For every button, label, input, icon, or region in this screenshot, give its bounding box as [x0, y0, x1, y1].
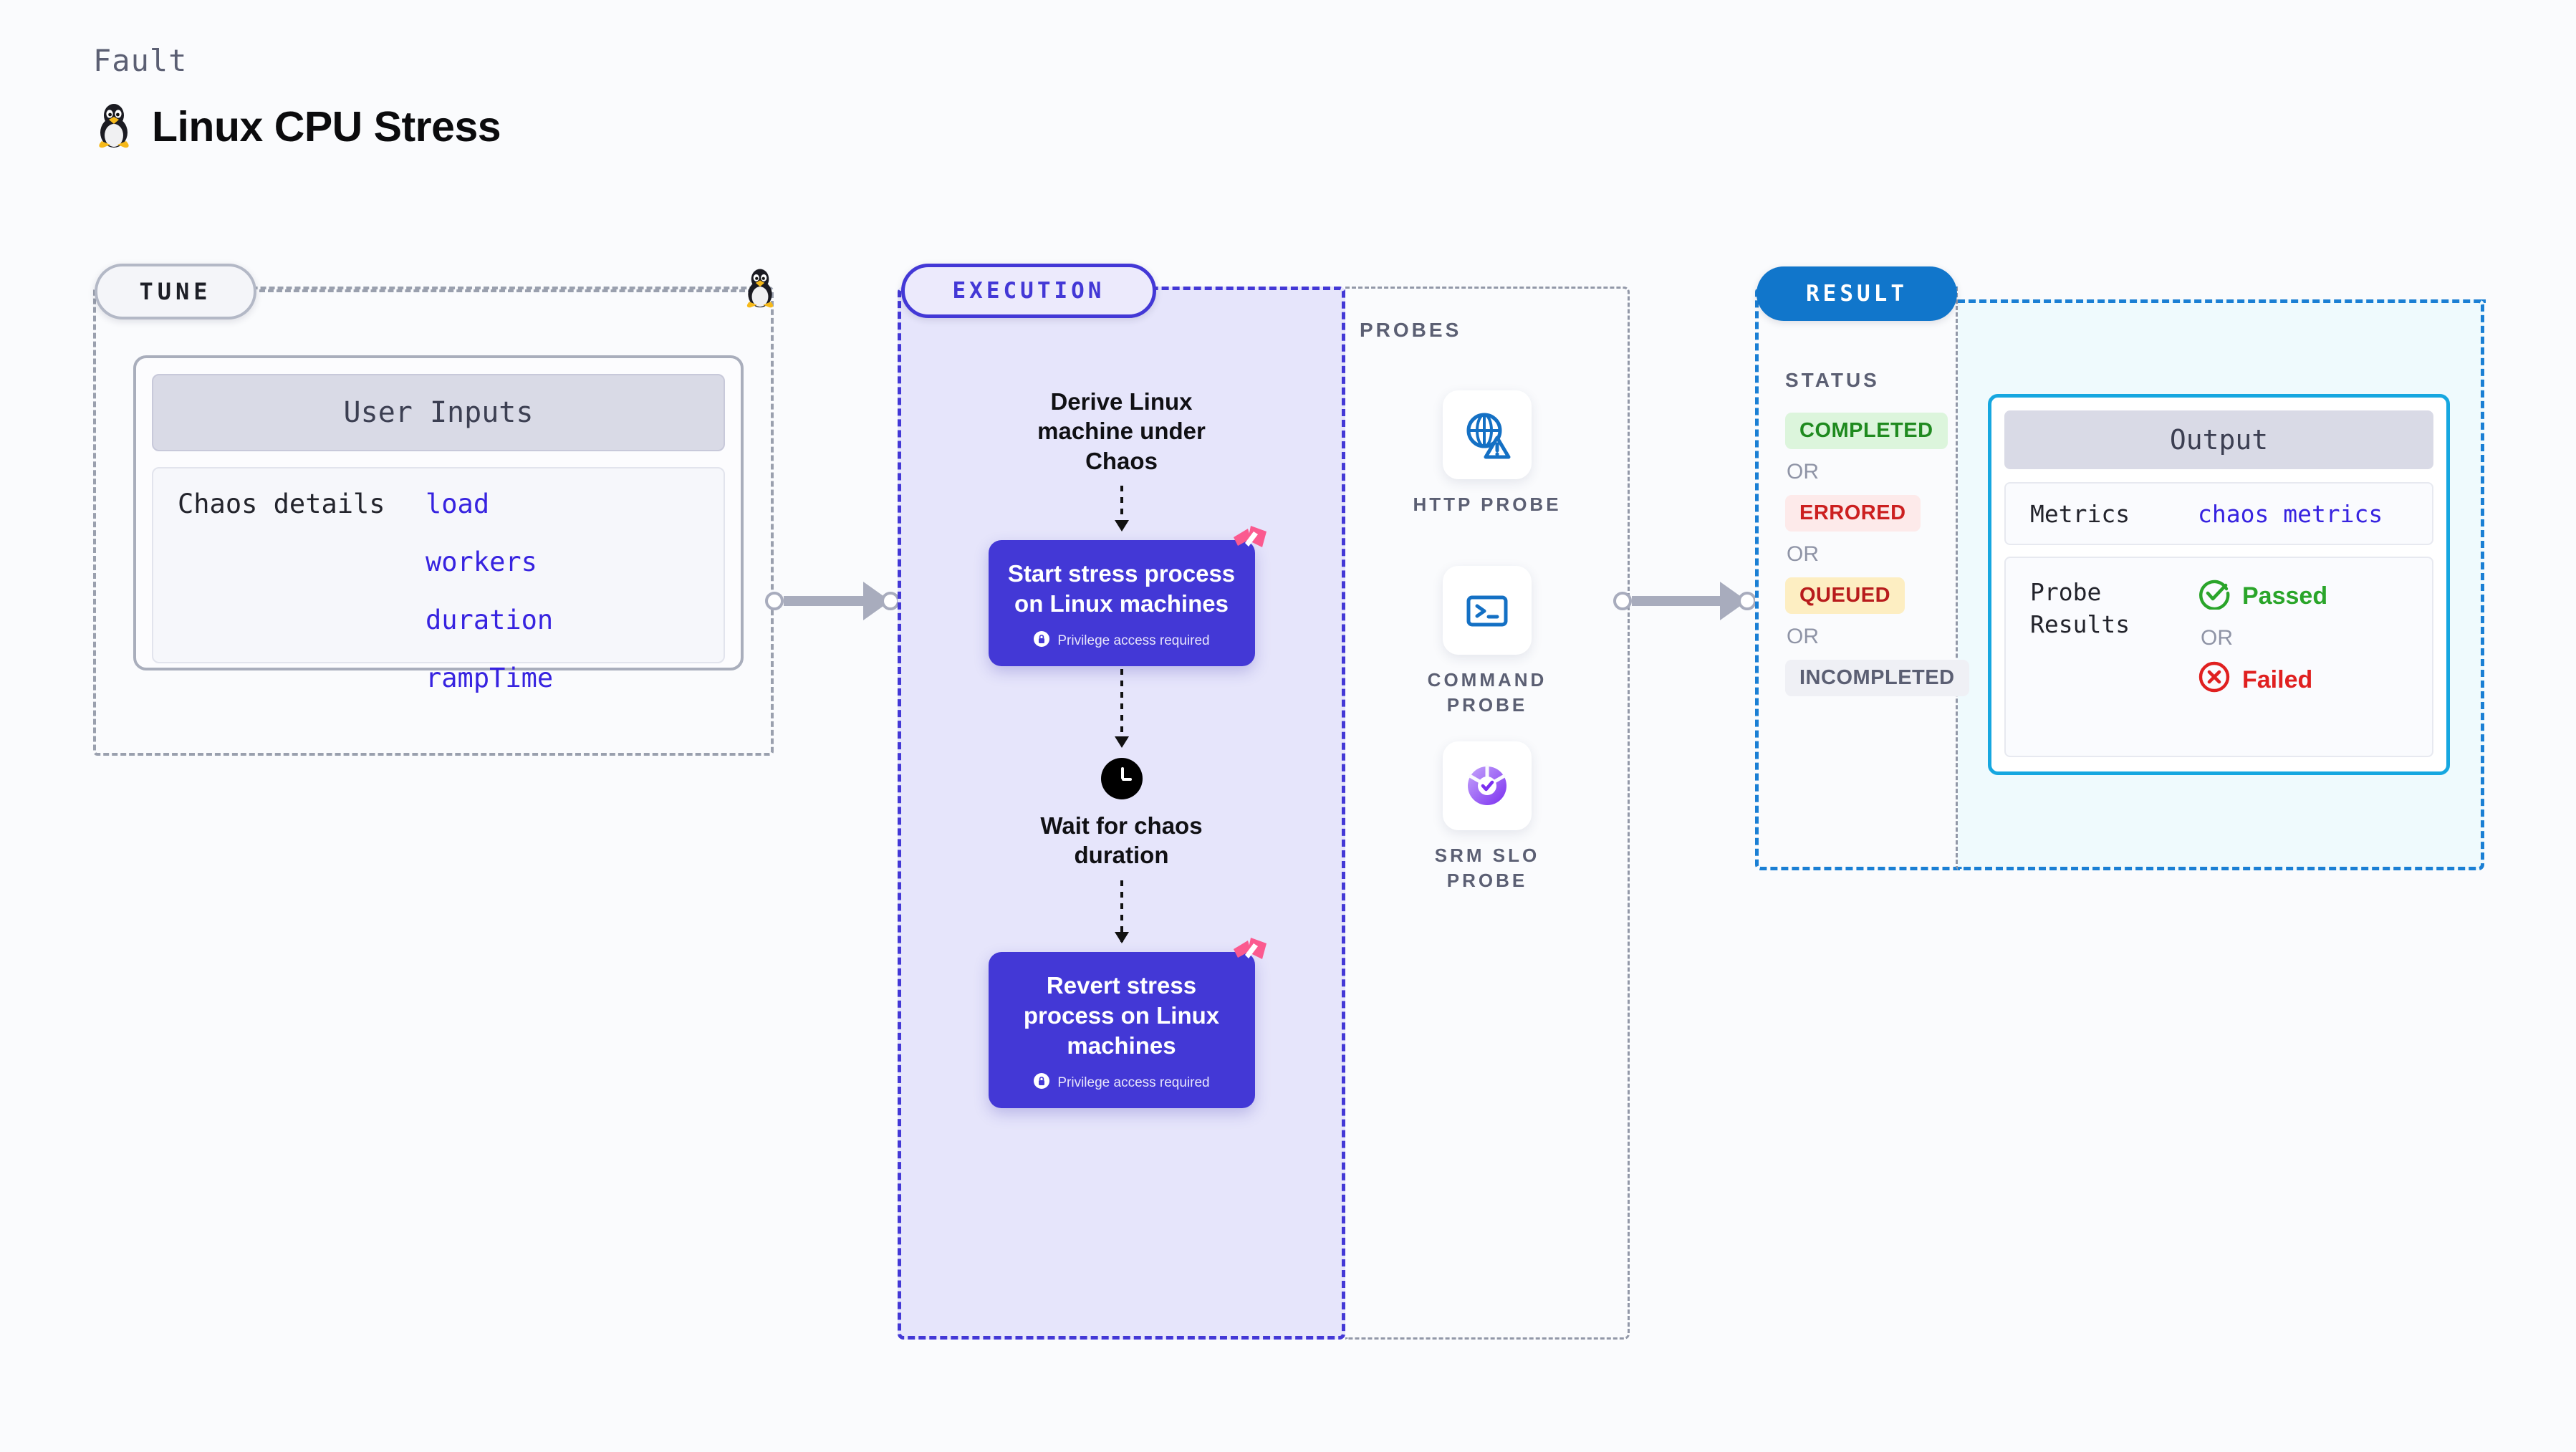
user-inputs-header: User Inputs: [152, 374, 725, 451]
probe-result-or: OR: [2201, 626, 2233, 650]
probe-result-failed-label: Failed: [2242, 666, 2313, 693]
page-title-text: Linux CPU Stress: [152, 102, 501, 150]
probe-results-row: Probe Results Passed OR: [2004, 557, 2433, 757]
execution-badge: EXECUTION: [901, 264, 1156, 318]
probe-srm-slo-label: SRM SLO PROBE: [1434, 845, 1540, 892]
step-wait-label: Wait for chaos duration: [1040, 812, 1203, 869]
param-duration[interactable]: duration: [426, 605, 554, 635]
terminal-icon: [1443, 566, 1532, 655]
privilege-note: Privilege access required: [1001, 630, 1242, 652]
step-start-stress-label: Start stress process on Linux machines: [1007, 559, 1236, 617]
probe-results-label: Probe Results: [2030, 578, 2130, 638]
output-header: Output: [2004, 410, 2433, 469]
status-badge-completed: COMPLETED: [1785, 413, 1948, 449]
tune-panel: User Inputs Chaos details load workers d…: [93, 287, 774, 756]
check-circle-icon: [2198, 577, 2231, 616]
output-card: Output Metrics chaos metrics Probe Resul…: [1988, 394, 2450, 775]
tune-top-dashed-line: [259, 289, 754, 292]
status-or-3: OR: [1787, 625, 1819, 648]
tune-card: User Inputs Chaos details load workers d…: [133, 355, 744, 693]
step-revert-stress-label: Revert stress process on Linux machines: [1023, 971, 1220, 1059]
connector-probes-to-result: [1613, 582, 1756, 620]
connector-knob-right: [1738, 592, 1756, 610]
probe-result-failed: Failed: [2198, 660, 2327, 700]
param-workers[interactable]: workers: [426, 547, 537, 577]
tune-badge: TUNE: [95, 264, 256, 319]
connector-bar: [1632, 596, 1720, 606]
slo-donut-check-icon: [1443, 741, 1532, 830]
param-ramptime[interactable]: rampTime: [426, 663, 554, 693]
x-circle-icon: [2198, 660, 2231, 700]
connector-knob-left: [1613, 592, 1632, 610]
connector-knob-left: [765, 592, 784, 610]
step-start-stress-card[interactable]: Start stress process on Linux machines P…: [988, 525, 1267, 667]
probe-result-passed-label: Passed: [2242, 582, 2328, 610]
step-revert-stress-card[interactable]: Revert stress process on Linux machines …: [988, 937, 1267, 1109]
probe-command[interactable]: COMMAND PROBE: [1408, 566, 1566, 718]
status-badge-errored: ERRORED: [1785, 495, 1921, 532]
connector-tune-to-execution: [765, 582, 900, 620]
connector-bar: [784, 596, 863, 606]
status-badge-incompleted: INCOMPLETED: [1785, 660, 1969, 696]
flow-arrow-2: [1114, 669, 1129, 749]
status-list: COMPLETED OR ERRORED OR QUEUED OR INCOMP…: [1785, 413, 1969, 696]
lock-icon: [1033, 1072, 1050, 1094]
chaos-details-box: Chaos details load workers duration ramp…: [152, 467, 725, 693]
harness-logo-icon: [1229, 933, 1271, 975]
lock-icon: [1033, 630, 1050, 652]
clock-icon: [1100, 758, 1143, 800]
page-title: Linux CPU Stress: [93, 101, 501, 152]
tux-penguin-icon: [93, 101, 135, 152]
flow-arrow-1: [1114, 485, 1129, 532]
probes-title: PROBES: [1360, 319, 1462, 341]
eyebrow-label: Fault: [93, 43, 188, 78]
status-or-2: OR: [1787, 542, 1819, 566]
status-or-1: OR: [1787, 460, 1819, 484]
probe-http-label: HTTP PROBE: [1413, 494, 1562, 515]
status-title: STATUS: [1785, 369, 1880, 391]
execution-flow: Derive Linux machine under Chaos Start s…: [898, 387, 1345, 1109]
chaos-details-label: Chaos details: [178, 489, 385, 519]
page-header: Fault Linux CPU Stress: [93, 43, 501, 152]
status-badge-queued: QUEUED: [1785, 577, 1905, 614]
globe-warning-icon: [1443, 390, 1532, 479]
step-derive-machine-label: Derive Linux machine under Chaos: [1037, 388, 1206, 474]
chaos-params-list: load workers duration rampTime: [426, 489, 554, 693]
privilege-note-text: Privilege access required: [1057, 633, 1210, 649]
tux-penguin-corner-icon: [741, 266, 779, 312]
metrics-label: Metrics: [2030, 499, 2130, 528]
result-badge: RESULT: [1756, 266, 1957, 321]
probe-http[interactable]: HTTP PROBE: [1408, 390, 1566, 517]
flow-arrow-3: [1114, 880, 1129, 943]
harness-logo-icon: [1229, 521, 1271, 563]
probe-srm-slo[interactable]: SRM SLO PROBE: [1408, 741, 1566, 893]
privilege-note: Privilege access required: [1001, 1072, 1242, 1094]
probe-result-passed: Passed: [2198, 577, 2327, 616]
param-load[interactable]: load: [426, 489, 490, 519]
metrics-row: Metrics chaos metrics: [2004, 482, 2433, 545]
privilege-note-text: Privilege access required: [1057, 1075, 1210, 1091]
probe-results-values: Passed OR Failed: [2198, 577, 2327, 756]
metrics-value[interactable]: chaos metrics: [2198, 499, 2383, 528]
probe-command-label: COMMAND PROBE: [1427, 669, 1547, 716]
